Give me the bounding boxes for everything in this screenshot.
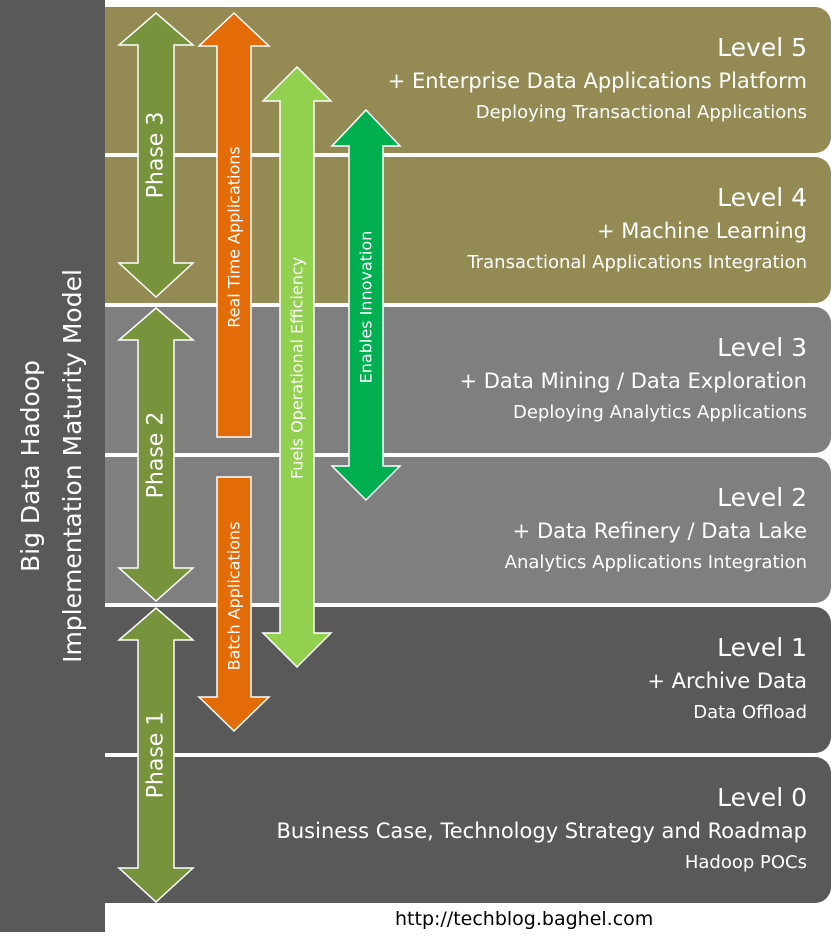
level-3-subtitle: + Data Mining / Data Exploration xyxy=(459,369,807,393)
level-1-title: Level 1 xyxy=(717,633,807,662)
source-url: http://techblog.baghel.com xyxy=(395,908,654,930)
level-5-title: Level 5 xyxy=(717,33,807,62)
phase-1-arrow xyxy=(116,607,196,904)
level-3-description: Deploying Analytics Applications xyxy=(513,402,807,423)
real-time-applications-label: Real Time Applications xyxy=(225,146,244,328)
level-0-band: Level 0 Business Case, Technology Strate… xyxy=(102,757,831,903)
level-4-title: Level 4 xyxy=(717,183,807,212)
real-time-applications-arrow xyxy=(197,11,271,438)
level-5-subtitle: + Enterprise Data Applications Platform xyxy=(387,69,807,93)
batch-applications-arrow xyxy=(197,476,271,733)
level-4-description: Transactional Applications Integration xyxy=(467,252,807,273)
level-4-subtitle: + Machine Learning xyxy=(596,219,807,243)
phase-2-arrow xyxy=(116,307,196,603)
fuels-operational-efficiency-arrow xyxy=(261,65,333,669)
level-5-description: Deploying Transactional Applications xyxy=(475,102,807,123)
fuels-operational-efficiency-label: Fuels Operational Efficiency xyxy=(288,257,307,479)
level-2-subtitle: + Data Refinery / Data Lake xyxy=(512,519,807,543)
enables-innovation-arrow xyxy=(330,108,402,502)
level-0-title: Level 0 xyxy=(717,783,807,812)
phase-3-label: Phase 3 xyxy=(144,112,169,199)
batch-applications-label: Batch Applications xyxy=(225,522,244,671)
enables-innovation-label: Enables Innovation xyxy=(357,231,376,384)
level-1-description: Data Offload xyxy=(693,702,807,723)
level-2-title: Level 2 xyxy=(717,483,807,512)
phase-1-label: Phase 1 xyxy=(144,712,169,799)
level-2-description: Analytics Applications Integration xyxy=(504,552,807,573)
phase-3-arrow xyxy=(116,12,196,299)
level-0-subtitle: Business Case, Technology Strategy and R… xyxy=(276,819,807,843)
level-1-subtitle: + Archive Data xyxy=(647,669,807,693)
level-3-title: Level 3 xyxy=(717,333,807,362)
phase-2-label: Phase 2 xyxy=(144,412,169,499)
level-0-description: Hadoop POCs xyxy=(684,852,807,873)
model-title-bar: Big Data Hadoop Implementation Maturity … xyxy=(0,0,105,932)
